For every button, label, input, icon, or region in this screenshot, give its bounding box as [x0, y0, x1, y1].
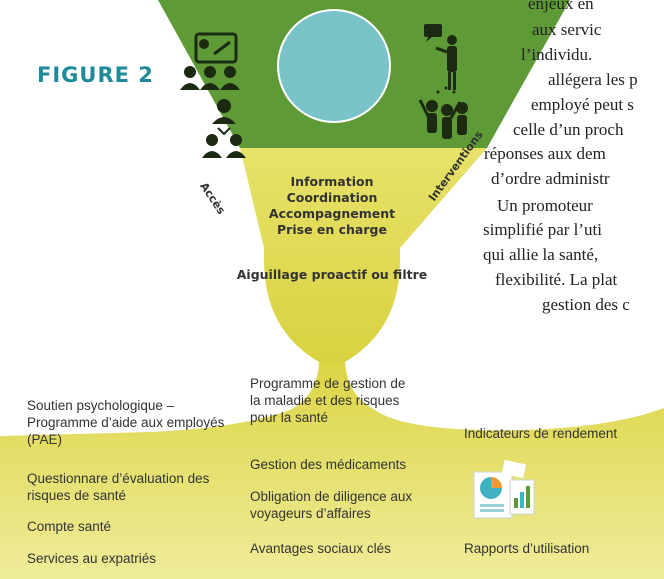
body-text-line: celle d’un proch — [513, 120, 624, 139]
funnel-yellow — [240, 148, 487, 362]
left-item-questionnaire: Questionnare d’évaluation des risques de… — [27, 471, 210, 503]
body-text-line: Un promoteur — [497, 196, 593, 215]
left-item-expatries: Services au expatriés — [27, 551, 157, 566]
report-chart-icon — [473, 459, 535, 519]
body-text-line: flexibilité. La plat — [495, 270, 618, 289]
funnel-line-prise-en-charge: Prise en charge — [277, 222, 387, 237]
figure-label: FIGURE 2 — [37, 63, 154, 87]
body-text-line: qui allie la santé, — [483, 245, 599, 264]
middle-item-avantages: Avantages sociaux clés — [250, 541, 391, 556]
speaker-icon — [424, 24, 457, 90]
body-text-line: allégera les p — [548, 70, 638, 89]
middle-item-medicaments: Gestion des médicaments — [250, 457, 407, 472]
body-text-line: d’ordre administr — [491, 169, 610, 188]
funnel-line-coordination: Coordination — [286, 190, 378, 205]
body-text-line: l’individu. — [521, 45, 593, 64]
body-text-line: simplifié par l’uti — [483, 220, 602, 239]
team-celebration-icon — [418, 86, 468, 139]
mentor-icon — [202, 99, 246, 158]
right-item-rapports: Rapports d’utilisation — [464, 541, 590, 556]
funnel-line-accompagnement: Accompagnement — [268, 206, 396, 221]
left-item-pae: Soutien psychologique – Programme d’aide… — [27, 398, 225, 447]
body-text-line: aux servic — [532, 20, 602, 39]
body-text-line: réponses aux dem — [484, 144, 606, 163]
body-text-line: employé peut s — [531, 95, 634, 114]
filter-label: Aiguillage proactif ou filtre — [236, 267, 428, 282]
presentation-icon — [180, 32, 240, 90]
left-item-compte-sante: Compte santé — [27, 519, 112, 534]
funnel-base — [0, 362, 664, 579]
funnel-line-information: Information — [290, 174, 374, 189]
body-text-line: enjeux en — [528, 0, 594, 13]
center-circle — [277, 9, 391, 123]
middle-item-diligence: Obligation de diligence aux voyageurs d’… — [250, 489, 413, 521]
middle-item-gestion-maladie: Programme de gestion de la maladie et de… — [250, 376, 406, 425]
right-item-indicateurs: Indicateurs de rendement — [464, 426, 618, 441]
body-text-line: gestion des c — [542, 295, 630, 314]
